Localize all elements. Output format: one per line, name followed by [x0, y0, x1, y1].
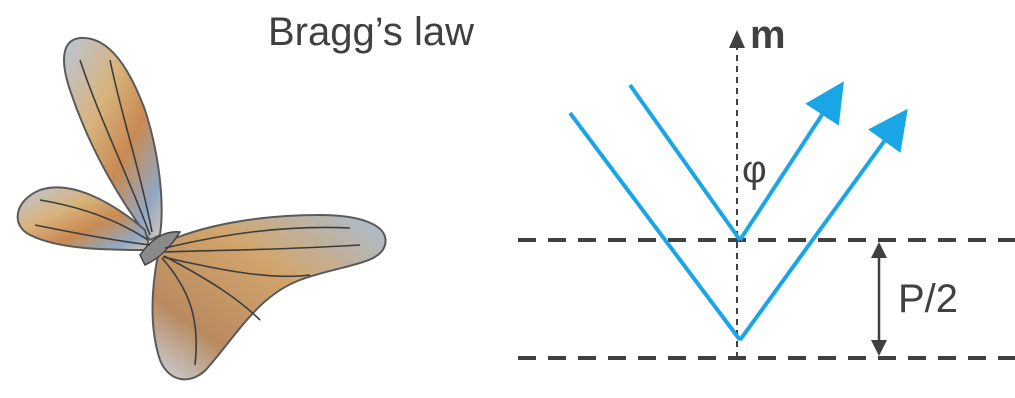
butterfly-forewing: [63, 36, 163, 242]
butterfly-wing-right: [151, 213, 387, 381]
incident-ray-lower: [568, 111, 742, 342]
spacing-arrowhead-bottom: [871, 340, 887, 356]
diagram-title: Bragg’s law: [268, 10, 475, 54]
reflected-ray-upper: [738, 81, 844, 242]
reflected-ray-lower: [738, 108, 908, 342]
normal-label: m: [750, 13, 786, 57]
butterfly-body: [139, 231, 182, 266]
spacing-arrowhead-top: [871, 242, 887, 258]
butterfly-veins: [34, 59, 361, 366]
incident-ray-upper: [628, 83, 742, 242]
angle-label: φ: [742, 149, 767, 191]
butterfly-hindwing-left: [16, 186, 152, 252]
normal-arrowhead: [729, 30, 745, 48]
butterfly-icon: [16, 36, 387, 381]
spacing-label: P/2: [898, 277, 958, 321]
